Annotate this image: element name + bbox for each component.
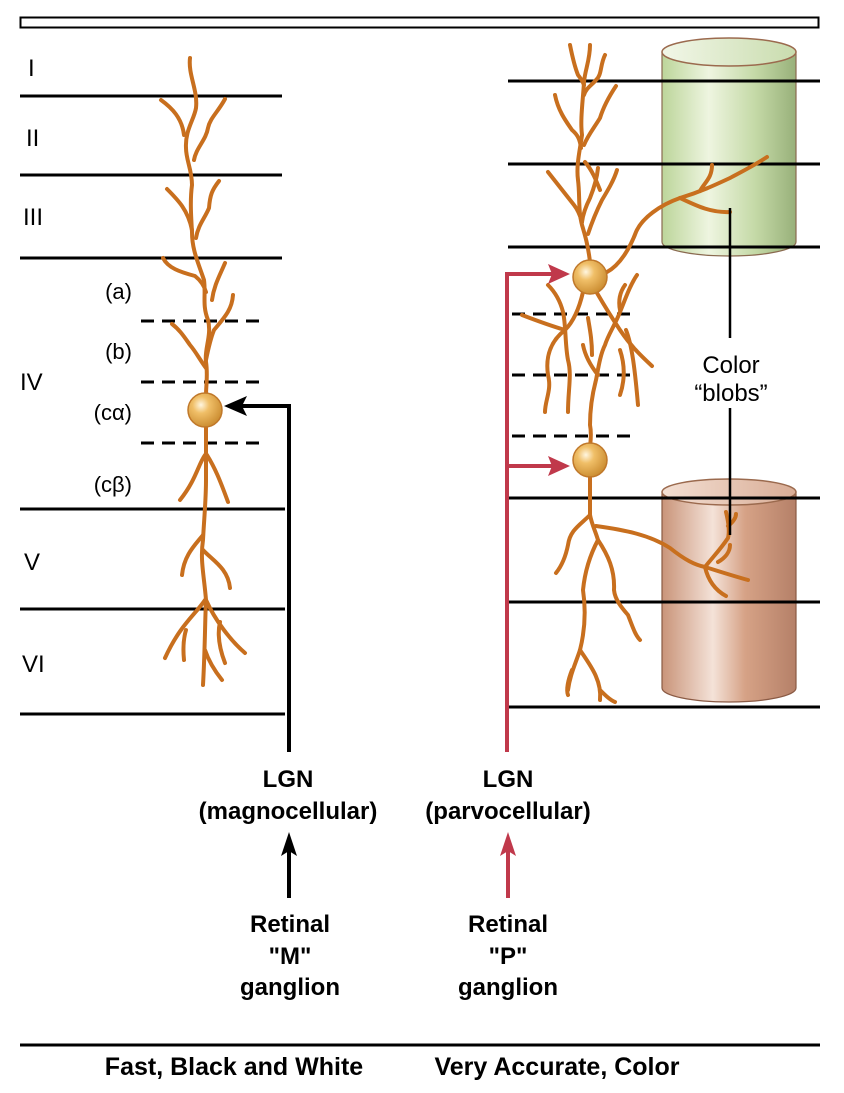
neuron-dendrite (159, 98, 186, 137)
neuron-dendrite (578, 648, 603, 702)
retinal-m-line1: Retinal (250, 911, 330, 938)
neuron-dendrite (575, 43, 592, 264)
retinal-p-line3: ganglion (458, 974, 558, 1001)
lgn-parvo-subtitle: (parvocellular) (425, 798, 590, 825)
neuron-dendrite (170, 322, 208, 370)
neuron-dendrite (178, 453, 207, 502)
sublayer-label-b: (b) (105, 339, 132, 364)
neuron-dendrite (543, 290, 585, 414)
neuron-dendrite (698, 163, 714, 193)
neuron-dendrite (194, 179, 221, 240)
neuron-dendrite (205, 453, 230, 504)
neuron-soma-upper (572, 259, 608, 295)
right-sublayer-dashes (512, 312, 632, 438)
neuron-dendrite (204, 598, 247, 655)
neuron-dendrite (596, 538, 642, 642)
neuron-soma-lower (572, 442, 608, 478)
neuron-dendrite (203, 648, 224, 682)
neuron-dendrite (566, 474, 600, 692)
layer-label-VI: VI (22, 651, 45, 678)
neuron-dendrite (618, 348, 626, 397)
neuron-dendrite (586, 168, 619, 236)
neuron-dendrite (180, 533, 205, 577)
neuron-dendrite (546, 170, 584, 224)
color-blobs-callout: Color “blobs” (694, 208, 768, 535)
layer-label-IV: IV (20, 369, 43, 396)
neuron-dendrite (199, 423, 208, 687)
neuron-dendrite (201, 548, 232, 590)
retina-to-lgn-arrow-m (281, 832, 297, 898)
neuron-dendrite (204, 293, 235, 362)
retina-to-lgn-arrow-p (500, 832, 516, 898)
retinal-p-line2: "P" (489, 943, 528, 970)
neuron-dendrite (586, 316, 594, 357)
layer-label-III: III (23, 204, 43, 231)
retinal-m-line2: "M" (269, 943, 312, 970)
copper-cylinder-body (661, 491, 797, 703)
m-arrowhead (281, 832, 297, 856)
neuron-dendrite (554, 513, 592, 575)
neuron-dendrite (716, 543, 732, 564)
lgn-magno-subtitle: (magnocellular) (199, 798, 378, 825)
neuron-dendrite (617, 283, 627, 312)
sublayer-label-a: (a) (105, 279, 132, 304)
neuron-dendrite (163, 598, 207, 660)
layer-label-V: V (24, 549, 40, 576)
parvo-arrowhead-upper (548, 264, 570, 284)
neuron-dendrite (192, 97, 227, 162)
neuron-dendrite (165, 187, 194, 232)
neuron-dendrite (588, 273, 639, 450)
neuron-dendrite (520, 313, 567, 332)
neuron-soma (187, 392, 223, 428)
neuron-dendrite (210, 261, 227, 302)
neuron-dendrite (598, 688, 617, 704)
parvo-arrow-trunk (505, 272, 560, 752)
green-cylinder-top (661, 37, 797, 67)
layer-label-I: I (28, 55, 35, 82)
layer-label-II: II (26, 125, 39, 152)
color-blob-cylinder-lower (661, 478, 797, 703)
neuron-dendrite (594, 524, 750, 582)
neuron-dendrite (546, 283, 572, 414)
lgn-magno-title: LGN (263, 766, 314, 793)
neuron-dendrite (181, 628, 188, 662)
neuron-dendrite (703, 565, 728, 598)
color-blobs-label-line2: “blobs” (694, 380, 767, 407)
neuron-dendrite (703, 510, 731, 569)
sublayer-label-c-beta: (cβ) (94, 472, 132, 497)
neuron-dendrite (624, 328, 640, 407)
neuron-dendrite (595, 291, 654, 368)
magno-arrowhead (224, 396, 247, 416)
caption-magno: Fast, Black and White (105, 1053, 363, 1081)
parvocellular-input-arrows (505, 264, 570, 752)
parvo-arrowhead-lower (548, 456, 570, 476)
right-layer-lines (508, 79, 820, 709)
lgn-parvo-title: LGN (483, 766, 534, 793)
sublayer-label-c-alpha: (cα) (94, 400, 132, 425)
color-blobs-label-line1: Color (702, 352, 759, 379)
neuron-dendrite (216, 620, 227, 665)
retinal-p-line1: Retinal (468, 911, 548, 938)
left-layer-lines (20, 94, 285, 716)
magno-arrow-line (230, 404, 291, 752)
magnocellular-target-neuron (159, 56, 247, 687)
neuron-dendrite (161, 256, 208, 294)
caption-parvo: Very Accurate, Color (434, 1053, 679, 1081)
neuron-dendrite (581, 343, 600, 377)
p-arrowhead (500, 832, 516, 856)
neuron-dendrite (582, 84, 618, 147)
neuron-dendrite (678, 196, 732, 215)
magnocellular-input-arrow (224, 396, 291, 752)
neuron-dendrite (553, 93, 583, 150)
neuron-dendrite (580, 166, 600, 224)
retinal-m-line3: ganglion (240, 974, 340, 1001)
neuron-dendrite (582, 53, 607, 97)
neuron-dendrite (568, 43, 586, 87)
neuron-dendrite (583, 160, 602, 192)
top-frame-bar (19, 16, 820, 29)
neuron-dendrite (565, 668, 574, 697)
parvocellular-target-neurons (520, 43, 769, 704)
